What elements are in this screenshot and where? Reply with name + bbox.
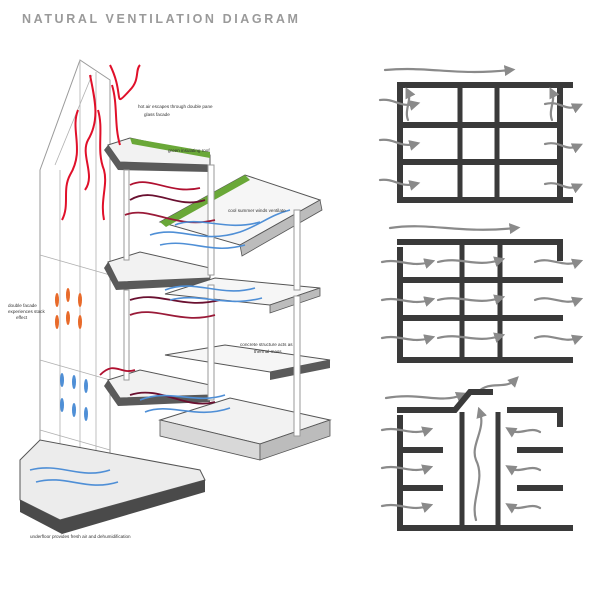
label-underfloor: underfloor provides fresh air and dehumi… [30,534,131,539]
section-diagram-3 [380,376,573,531]
section-3-arrows [380,406,542,522]
section-1-arrows [378,87,583,194]
facade-warm-cells [55,288,88,421]
building-3d-section: hot air escapes through double pane glas… [8,59,332,539]
section-diagram-1 [378,65,583,203]
section-2-arrows [380,256,584,346]
section-diagram-2 [380,223,584,363]
label-concrete-1: concrete structure acts as [240,342,293,347]
warm-air-flows [99,181,221,405]
green-roof-left [104,137,211,172]
hot-air-stack [61,64,141,221]
label-double-facade-2: experiences stack [8,309,45,314]
label-double-facade-1: double facade [8,303,37,308]
label-hot-air-line2: glass facade [144,112,170,117]
label-green-roof: green insulating roof [168,148,210,153]
label-concrete-2: thermal mass [254,349,282,354]
diagram-title: NATURAL VENTILATION DIAGRAM [22,12,301,26]
right-wing-lower [164,344,331,380]
cool-air-flows [29,209,291,486]
floor-slab-3 [104,369,211,406]
label-cool-wind: cool summer winds ventilate [228,208,286,213]
label-double-facade-3: effect [16,315,28,320]
label-hot-air-line1: hot air escapes through double pane [138,104,213,109]
